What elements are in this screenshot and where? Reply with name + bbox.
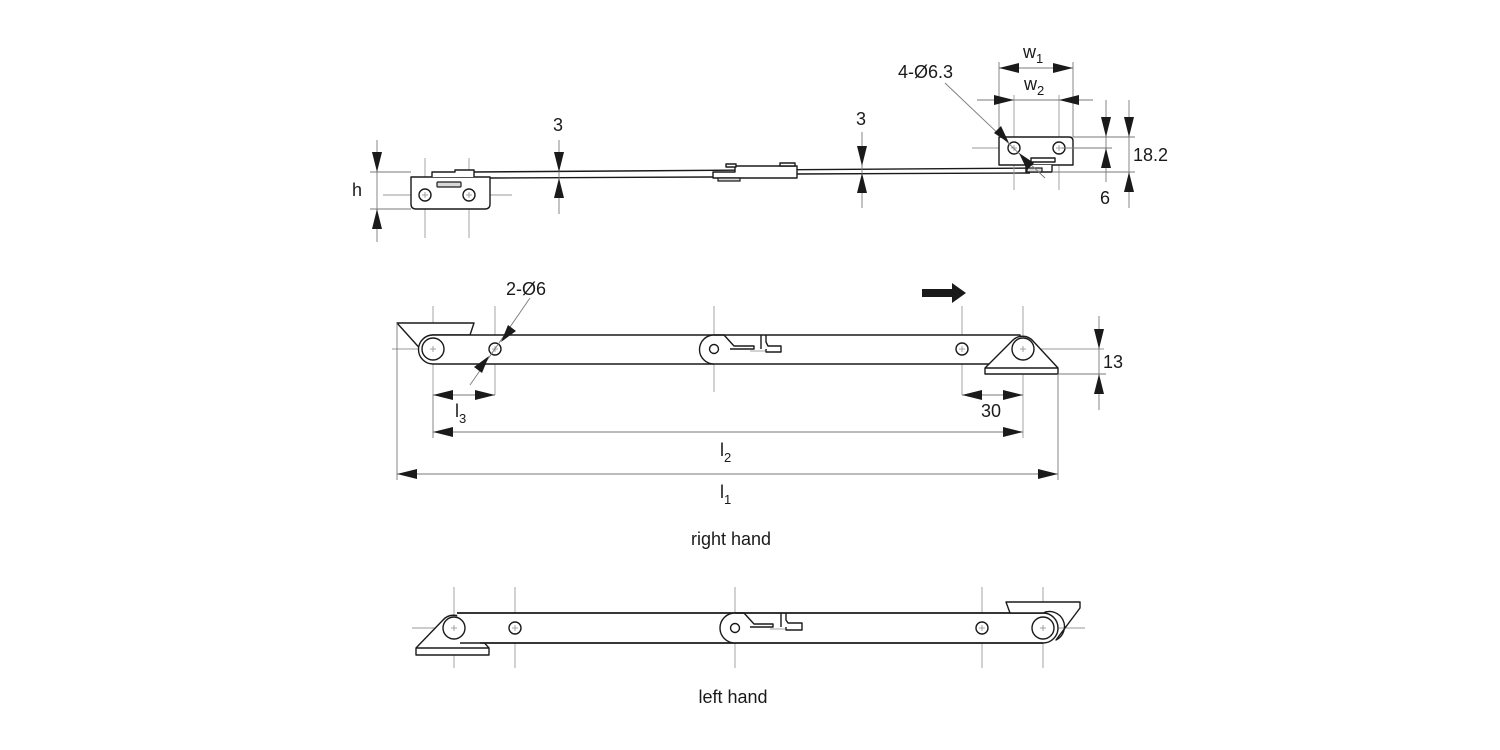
caption-left-hand: left hand bbox=[698, 687, 767, 707]
label-holes-arm: 2-Ø6 bbox=[506, 279, 546, 299]
dimension-holes-top: 4-Ø6.3 bbox=[898, 62, 1046, 179]
dimension-total-height: 18.2 bbox=[1124, 100, 1168, 208]
label-holes-top: 4-Ø6.3 bbox=[898, 62, 953, 82]
dimension-thickness-right: 3 bbox=[856, 109, 867, 208]
left-hand-view: left hand bbox=[412, 587, 1085, 707]
dimension-l2: l2 bbox=[432, 395, 1023, 465]
label-shoe-height: 13 bbox=[1103, 352, 1123, 372]
arrow-right-icon bbox=[922, 283, 966, 303]
label-hole-offset: 6 bbox=[1100, 188, 1110, 208]
arm-top bbox=[473, 162, 1046, 182]
label-l2: l2 bbox=[720, 440, 731, 465]
dimension-h: h bbox=[352, 140, 411, 242]
left-hand-shoe-right bbox=[1005, 601, 1081, 641]
label-w1: w1 bbox=[1022, 42, 1043, 66]
dimension-hole-offset: 6 bbox=[1052, 100, 1135, 208]
dimension-holes-arm: 2-Ø6 bbox=[469, 279, 546, 386]
label-thickness-left: 3 bbox=[553, 115, 563, 135]
dimension-shoe-height: 13 bbox=[1058, 316, 1123, 410]
arm-left-hand bbox=[442, 612, 1059, 644]
top-view: h 3 3 w1 w2 bbox=[352, 42, 1168, 242]
dimension-l1: l1 bbox=[396, 323, 1059, 507]
dimension-pivot-offset: 30 bbox=[962, 390, 1023, 421]
right-bracket bbox=[972, 95, 1100, 190]
label-h: h bbox=[352, 180, 362, 200]
label-w2: w2 bbox=[1023, 74, 1044, 98]
dimension-l3: l3 bbox=[433, 390, 495, 426]
arm-right-hand bbox=[417, 334, 1021, 365]
caption-right-hand: right hand bbox=[691, 529, 771, 549]
dimension-thickness-left: 3 bbox=[553, 115, 564, 214]
label-l1: l1 bbox=[720, 482, 731, 507]
label-total-height: 18.2 bbox=[1133, 145, 1168, 165]
label-pivot-offset: 30 bbox=[981, 401, 1001, 421]
dimension-w2: w2 bbox=[977, 74, 1093, 105]
label-l3: l3 bbox=[455, 401, 466, 426]
right-shoe bbox=[984, 335, 1059, 375]
right-hand-view: 2-Ø6 l3 30 13 bbox=[392, 279, 1123, 549]
left-bracket bbox=[410, 169, 491, 210]
label-thickness-right: 3 bbox=[856, 109, 866, 129]
